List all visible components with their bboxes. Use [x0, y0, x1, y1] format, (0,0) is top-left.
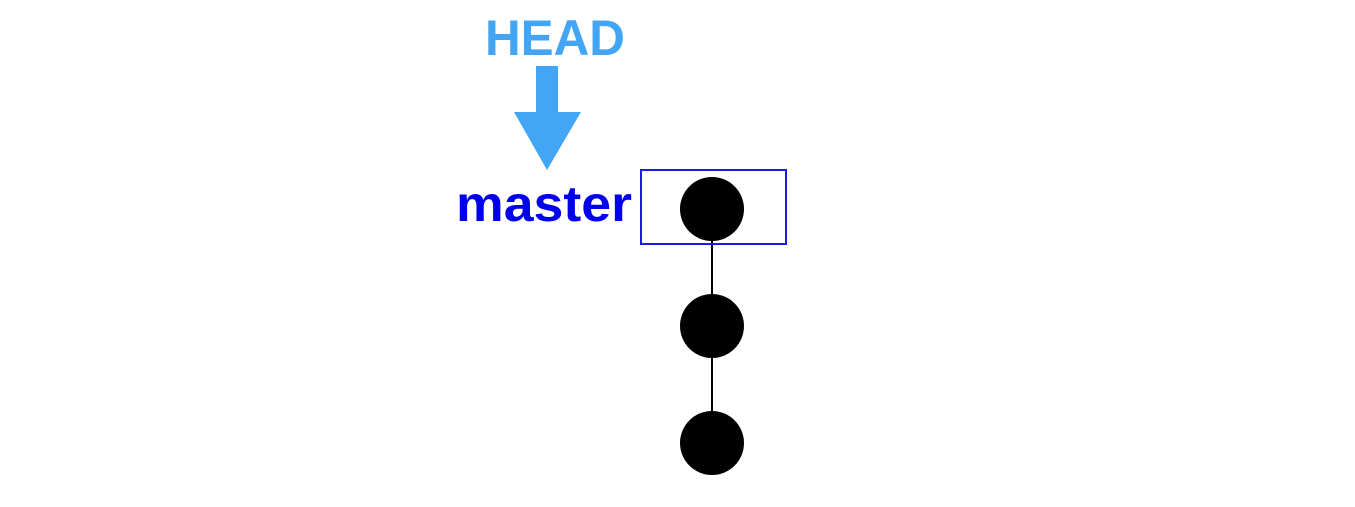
head-label: HEAD	[485, 10, 625, 66]
commit-node	[680, 411, 744, 475]
commit-node	[680, 294, 744, 358]
branch-tip-box	[640, 169, 787, 245]
head-arrow-icon	[514, 66, 581, 170]
head-arrow-shaft	[536, 66, 558, 114]
branch-label: master	[456, 176, 632, 232]
commit-node	[680, 177, 744, 241]
head-arrow-tip	[514, 112, 581, 170]
